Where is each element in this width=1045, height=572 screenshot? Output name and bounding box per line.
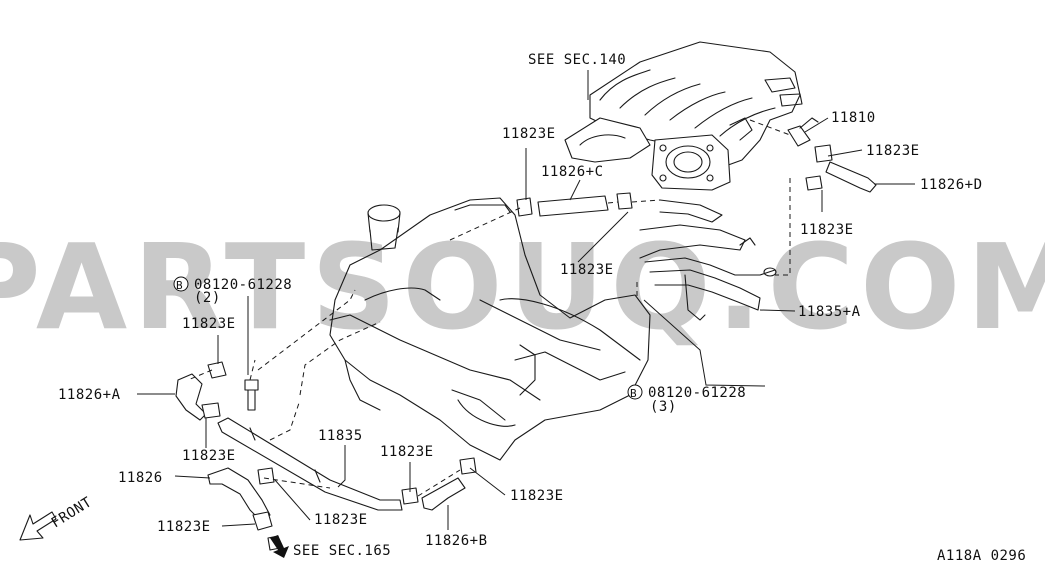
bolt2-badge: B <box>630 387 637 400</box>
engine-outline <box>329 197 651 461</box>
air-pipe-11835a <box>639 224 777 321</box>
label-11823e-right: 11823E <box>800 222 854 238</box>
label-11823e-center: 11823E <box>560 262 614 278</box>
bolt1-part-number: 08120-61228 <box>194 277 292 293</box>
label-11823e-top-right: 11823E <box>866 143 920 159</box>
label-11823e-left-middle: 11823E <box>182 448 236 464</box>
bolt1-quantity: (2) <box>194 290 221 306</box>
label-see-sec-165: SEE SEC.165 <box>293 543 391 559</box>
label-11826d: 11826+D <box>920 177 983 193</box>
label-11835a: 11835+A <box>798 304 861 320</box>
intake-manifold <box>564 41 803 191</box>
label-see-sec-140: SEE SEC.140 <box>528 52 626 68</box>
label-11835: 11835 <box>318 428 363 444</box>
hose-11826d <box>787 117 877 193</box>
figure-code: A118A 0296 <box>937 548 1026 564</box>
labels: SEE SEC.140 11810 11823E 11823E 11826+C … <box>49 52 1026 564</box>
label-11823e-bottom-left-mid: 11823E <box>314 512 368 528</box>
label-11826a: 11826+A <box>58 387 121 403</box>
see-sec-165-arrow <box>270 535 289 558</box>
bolt1-badge: B <box>176 279 183 292</box>
label-11826b: 11826+B <box>425 533 488 549</box>
bolt2-quantity: (3) <box>650 399 677 415</box>
hose-11826c <box>516 192 723 223</box>
label-11826c: 11826+C <box>541 164 604 180</box>
label-11823e-top-middle: 11823E <box>502 126 556 142</box>
leader-lines <box>137 70 915 530</box>
label-11823e-bottom-right: 11823E <box>510 488 564 504</box>
bolt1-badge-circle <box>173 276 189 292</box>
label-11810: 11810 <box>831 110 876 126</box>
label-front: FRONT <box>49 494 95 531</box>
label-11826: 11826 <box>118 470 163 486</box>
label-11823e-bottom-left: 11823E <box>157 519 211 535</box>
watermark: PARTSOUQ.COM <box>0 218 1045 356</box>
label-11823e-left-upper: 11823E <box>182 316 236 332</box>
front-arrow <box>19 511 57 541</box>
dashed-connectors <box>187 119 791 497</box>
lower-left-hoses <box>175 361 477 558</box>
bolt2-part-number: 08120-61228 <box>648 385 746 401</box>
label-11823e-bottom-center: 11823E <box>380 444 434 460</box>
bolt2-badge-circle <box>627 384 643 400</box>
